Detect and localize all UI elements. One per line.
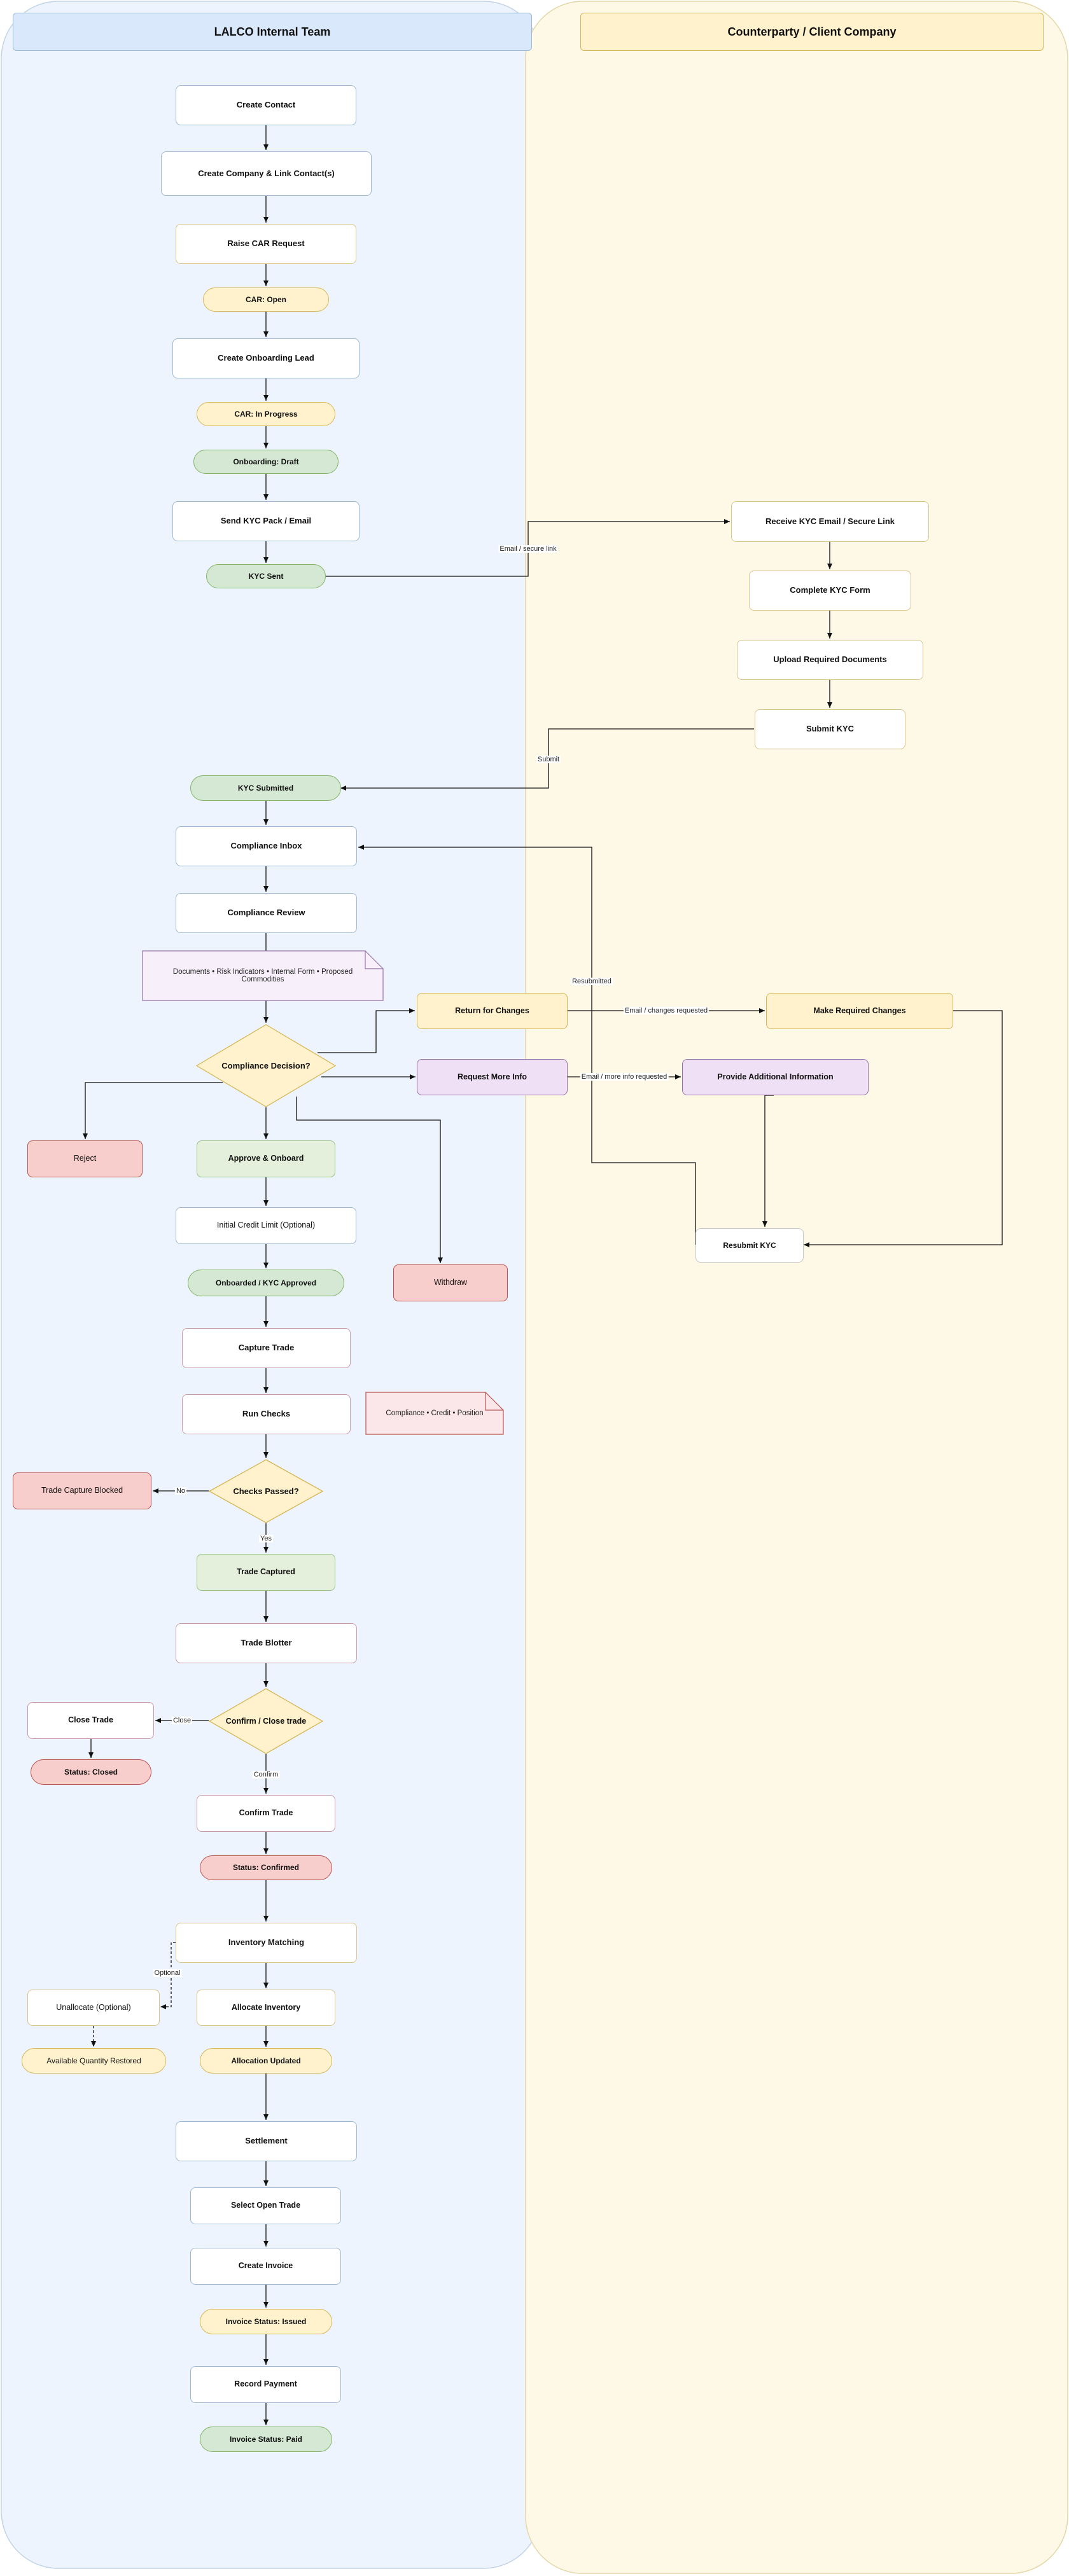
request-info-node: Request More Info: [417, 1059, 568, 1095]
confirm-trade-node: Confirm Trade: [197, 1795, 335, 1832]
create-company-node: Create Company & Link Contact(s): [161, 151, 372, 196]
status-closed: Status: Closed: [31, 1759, 151, 1785]
edge-make-resubmit: [804, 1010, 1003, 1247]
compliance-review-node: Compliance Review: [176, 893, 357, 933]
return-changes-node: Return for Changes: [417, 993, 568, 1029]
trade-blotter-node: Trade Blotter: [176, 1623, 357, 1663]
create-contact-node: Create Contact: [176, 85, 356, 125]
invoice-paid-status: Invoice Status: Paid: [200, 2427, 332, 2452]
invoice-issued-status: Invoice Status: Issued: [200, 2309, 332, 2334]
car-open-status: CAR: Open: [203, 287, 329, 312]
compliance-decision: Compliance Decision?: [196, 1024, 336, 1107]
checks-note-text: Compliance • Credit • Position: [386, 1409, 484, 1417]
credit-limit-node: Initial Credit Limit (Optional): [176, 1207, 356, 1244]
kyc-submitted-status: KYC Submitted: [190, 775, 341, 801]
edge-label-email-link: Email / secure link: [498, 545, 558, 553]
trade-captured-node: Trade Captured: [197, 1554, 335, 1591]
run-checks-node: Run Checks: [182, 1394, 351, 1434]
compliance-decision-label: Compliance Decision?: [221, 1061, 311, 1070]
confirm-close-decision: Confirm / Close trade: [209, 1688, 323, 1754]
trade-blocked-node: Trade Capture Blocked: [13, 1472, 151, 1509]
allocation-updated-status: Allocation Updated: [200, 2048, 332, 2074]
close-trade-node: Close Trade: [27, 1702, 154, 1739]
checks-passed-decision: Checks Passed?: [209, 1459, 323, 1523]
edge-decision-reject: [83, 1082, 223, 1139]
edge-decision-withdraw: [296, 1097, 443, 1263]
confirm-close-label: Confirm / Close trade: [225, 1717, 307, 1726]
edge-label-optional: Optional: [153, 1969, 182, 1977]
kyc-sent-status: KYC Sent: [206, 564, 326, 588]
unallocate-node: Unallocate (Optional): [27, 1990, 160, 2026]
send-kyc-node: Send KYC Pack / Email: [172, 501, 360, 541]
client-lane-title: Counterparty / Client Company: [580, 13, 1044, 51]
edge-label-no: No: [174, 1487, 187, 1495]
checks-passed-label: Checks Passed?: [233, 1486, 299, 1496]
onboarded-status: Onboarded / KYC Approved: [188, 1270, 344, 1296]
record-payment-node: Record Payment: [190, 2366, 341, 2403]
edge-label-resubmitted: Resubmitted: [571, 978, 613, 985]
select-trade-node: Select Open Trade: [190, 2187, 341, 2224]
receive-kyc-node: Receive KYC Email / Secure Link: [731, 501, 929, 542]
internal-lane-title: LALCO Internal Team: [13, 13, 532, 51]
provide-info-node: Provide Additional Information: [682, 1059, 869, 1095]
edge-label-email-changes: Email / changes requested: [623, 1007, 709, 1014]
create-lead-node: Create Onboarding Lead: [172, 338, 360, 378]
make-changes-node: Make Required Changes: [766, 993, 953, 1029]
status-confirmed: Status: Confirmed: [200, 1855, 332, 1880]
edge-label-close: Close: [171, 1717, 193, 1724]
review-note-text: Documents • Risk Indicators • Internal F…: [172, 968, 353, 983]
available-restored-status: Available Quantity Restored: [22, 2048, 166, 2074]
edge-resubmit-inbox: [358, 845, 696, 1245]
allocate-inventory-node: Allocate Inventory: [197, 1990, 335, 2026]
car-in-progress-status: CAR: In Progress: [197, 402, 335, 426]
reject-node: Reject: [27, 1140, 143, 1177]
upload-docs-node: Upload Required Documents: [737, 640, 923, 680]
capture-trade-node: Capture Trade: [182, 1328, 351, 1368]
edge-label-email-info: Email / more info requested: [580, 1073, 669, 1081]
raise-car-node: Raise CAR Request: [176, 224, 356, 264]
complete-kyc-node: Complete KYC Form: [749, 571, 911, 611]
edge-decision-return: [318, 1008, 415, 1053]
settlement-node: Settlement: [176, 2121, 357, 2161]
client-lane: [525, 1, 1068, 2574]
onboarding-draft-status: Onboarding: Draft: [193, 450, 339, 474]
review-note: Documents • Risk Indicators • Internal F…: [142, 950, 384, 1001]
edge-label-confirm: Confirm: [252, 1771, 280, 1778]
resubmit-kyc-node: Resubmit KYC: [695, 1228, 804, 1263]
edge-label-submit: Submit: [536, 756, 561, 763]
approve-node: Approve & Onboard: [197, 1140, 335, 1177]
inventory-matching-node: Inventory Matching: [176, 1923, 357, 1963]
compliance-inbox-node: Compliance Inbox: [176, 826, 357, 866]
submit-kyc-node: Submit KYC: [755, 709, 905, 749]
edge-label-yes: Yes: [259, 1535, 273, 1542]
checks-note: Compliance • Credit • Position: [365, 1392, 504, 1435]
edge-provide-resubmit: [762, 1095, 774, 1227]
withdraw-node: Withdraw: [393, 1264, 508, 1301]
create-invoice-node: Create Invoice: [190, 2248, 341, 2285]
